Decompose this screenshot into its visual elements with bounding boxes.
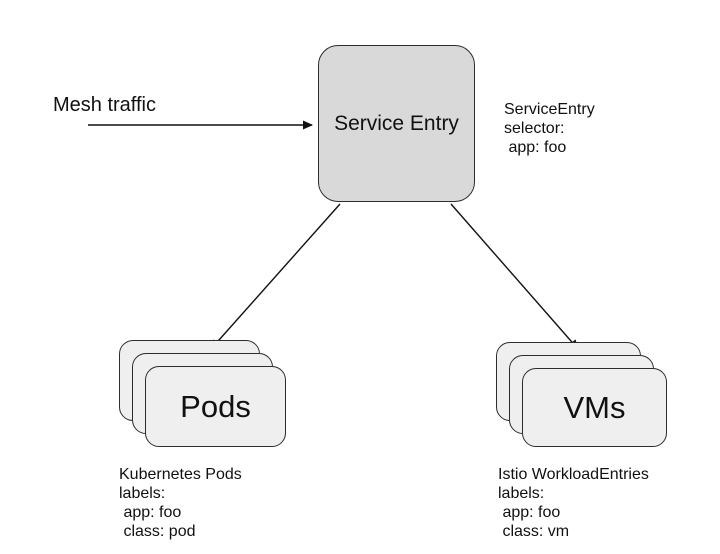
- pods-label: Pods: [180, 388, 251, 424]
- pods-node: Pods: [119, 340, 294, 450]
- pods-annotation-line-1: Kubernetes Pods: [119, 466, 242, 483]
- service-entry-to-vms-arrow: [450, 203, 579, 350]
- service-entry-annotation: ServiceEntry selector: app: foo: [504, 100, 595, 157]
- service-entry-annotation-line-3: app: foo: [504, 139, 567, 156]
- pods-annotation-line-4: class: pod: [119, 523, 196, 540]
- pods-annotation: Kubernetes Pods labels: app: foo class: …: [119, 465, 242, 541]
- service-entry-to-pods-arrow: [210, 203, 341, 350]
- pods-annotation-line-3: app: foo: [119, 504, 182, 521]
- vms-annotation-line-4: class: vm: [498, 523, 570, 540]
- vms-annotation: Istio WorkloadEntries labels: app: foo c…: [498, 465, 649, 541]
- pods-card-front: Pods: [145, 366, 286, 447]
- pods-annotation-line-2: labels:: [119, 485, 166, 502]
- service-entry-label: Service Entry: [334, 111, 459, 135]
- vms-card-front: VMs: [522, 368, 667, 447]
- vms-annotation-line-1: Istio WorkloadEntries: [498, 466, 649, 483]
- service-entry-node: Service Entry: [318, 45, 475, 202]
- service-entry-annotation-line-1: ServiceEntry: [504, 101, 595, 118]
- service-entry-annotation-line-2: selector:: [504, 120, 565, 137]
- vms-annotation-line-2: labels:: [498, 485, 545, 502]
- vms-node: VMs: [496, 342, 671, 450]
- vms-label: VMs: [563, 389, 626, 425]
- mesh-traffic-label: Mesh traffic: [53, 94, 156, 116]
- vms-annotation-line-3: app: foo: [498, 504, 561, 521]
